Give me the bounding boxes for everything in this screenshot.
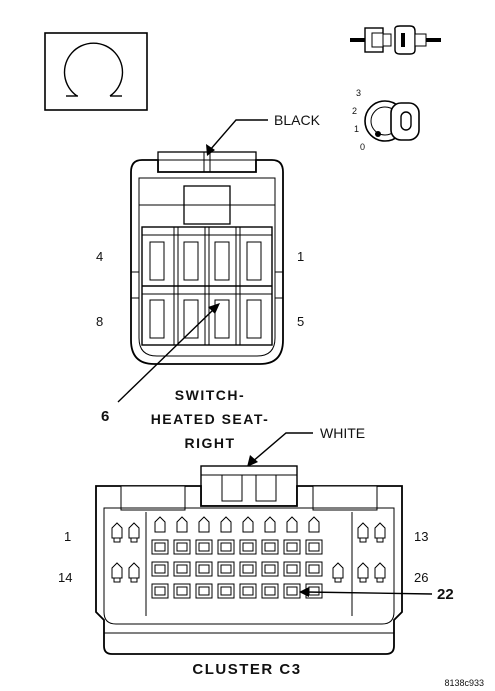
lower-pin-13-label: 13 — [414, 529, 428, 544]
key-position-0: 0 — [360, 142, 365, 152]
white-color-leader — [251, 432, 313, 463]
upper-pin-1-label: 1 — [297, 249, 304, 264]
right-keyed-terminals — [332, 522, 386, 583]
pin-6-leader — [117, 309, 214, 403]
cluster-c3-connector — [95, 465, 403, 655]
upper-pin-4-label: 4 — [96, 249, 103, 264]
upper-callout-number: 6 — [101, 408, 109, 425]
lower-connector-color-label: WHITE — [320, 425, 365, 441]
ground-symbol-icon — [44, 32, 148, 111]
ignition-key-icon: 3 2 1 0 — [352, 88, 420, 152]
upper-connector-name-line-3: RIGHT — [184, 435, 235, 451]
key-position-3: 3 — [356, 88, 361, 98]
upper-connector-name-line-2: HEATED SEAT- — [151, 411, 270, 427]
pin-22-leader — [305, 591, 433, 595]
upper-connector-color-label: BLACK — [274, 112, 321, 128]
lower-pin-26-label: 26 — [414, 570, 428, 585]
left-keyed-terminals — [111, 522, 140, 583]
figure-id: 8138c933 — [444, 678, 484, 688]
lower-pin-14-label: 14 — [58, 570, 72, 585]
connector-view-icon — [350, 25, 441, 55]
lower-connector-name: CLUSTER C3 — [192, 661, 301, 678]
heated-seat-switch-connector — [130, 151, 284, 365]
upper-pin-8-label: 8 — [96, 314, 103, 329]
lower-pin-1-label: 1 — [64, 529, 71, 544]
lower-callout-number: 22 — [437, 586, 454, 603]
black-color-leader — [209, 119, 268, 151]
upper-pin-5-label: 5 — [297, 314, 304, 329]
middle-cavity-grid — [151, 516, 323, 599]
upper-connector-name-line-1: SWITCH- — [175, 387, 245, 403]
key-position-1: 1 — [354, 124, 359, 134]
key-position-2: 2 — [352, 106, 357, 116]
